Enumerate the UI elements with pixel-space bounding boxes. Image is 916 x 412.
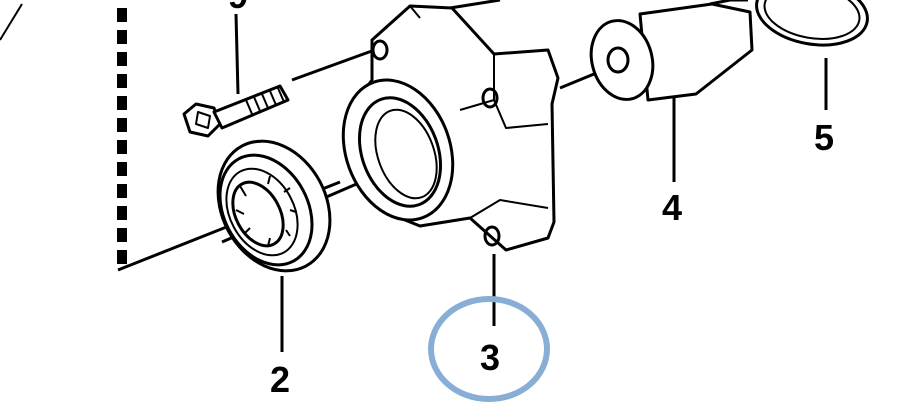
sleeve-part <box>589 0 754 102</box>
callout-part-5: 5 <box>814 117 835 158</box>
flange-housing-part <box>341 4 560 252</box>
callout-part-9-partial: 9 <box>228 0 248 14</box>
bolt-part <box>182 84 290 138</box>
callout-part-3: 3 <box>480 337 501 378</box>
callout-part-4: 4 <box>662 187 683 228</box>
highlight-circle <box>428 296 550 402</box>
bearing-part <box>216 139 332 273</box>
callout-part-2: 2 <box>270 359 291 400</box>
o-ring-part <box>755 0 869 47</box>
